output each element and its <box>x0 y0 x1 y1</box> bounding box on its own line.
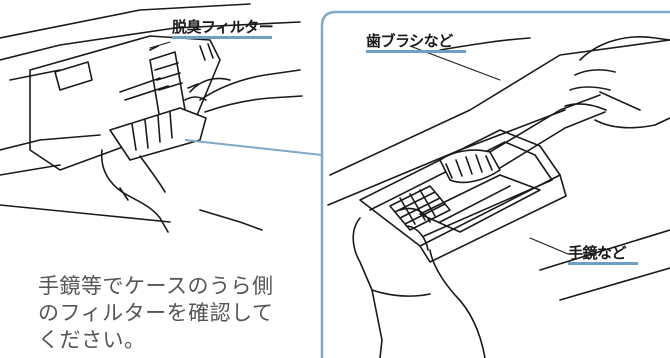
deodorizing-filter-label: 脱臭フィルター <box>172 18 274 36</box>
inset-frame <box>320 10 670 358</box>
inset-scene-illustration <box>149 36 670 358</box>
toothbrush-label: 歯ブラシなど <box>366 32 453 50</box>
caption-line-1: 手鏡等でケースのうら側 <box>38 274 274 298</box>
caption-line-2: のフィルターを確認して <box>38 301 274 325</box>
hand-mirror-underline <box>568 262 638 265</box>
hand-mirror-label: 手鏡など <box>568 244 627 262</box>
left-scene-illustration <box>0 3 303 233</box>
instruction-caption: 手鏡等でケースのうら側 のフィルターを確認して ください。 <box>38 273 316 354</box>
toothbrush-underline <box>366 50 466 53</box>
deodorizing-filter-underline <box>172 36 272 39</box>
callout-connector <box>184 139 323 156</box>
caption-line-3: ください。 <box>38 328 146 352</box>
